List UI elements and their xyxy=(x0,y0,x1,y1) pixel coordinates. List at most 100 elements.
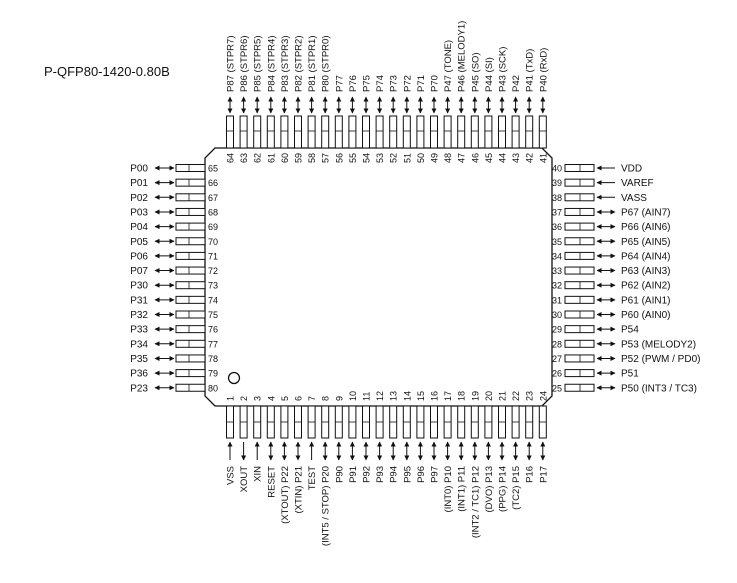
pin-number: 20 xyxy=(484,391,494,401)
pin-name: P51 xyxy=(621,369,639,380)
pin-name: (INT0) P10 xyxy=(443,466,454,512)
pin-number: 55 xyxy=(348,153,358,163)
pin-number: 62 xyxy=(253,153,263,163)
package-body xyxy=(204,147,553,407)
pin-number: 80 xyxy=(208,383,218,393)
pin-name: P36 xyxy=(130,369,148,380)
pin-name: P06 xyxy=(130,251,148,262)
package-label: P-QFP80-1420-0.80B xyxy=(44,64,170,79)
pin-lead xyxy=(175,222,206,231)
pin-lead xyxy=(564,251,595,260)
pin-name: XOUT xyxy=(239,466,250,493)
pin-name: P82 (STPR2) xyxy=(294,36,305,93)
pin-lead xyxy=(564,178,595,187)
pin-number: 19 xyxy=(470,391,480,401)
pin-lead xyxy=(175,178,206,187)
pin-number: 53 xyxy=(375,153,385,163)
pin-number: 50 xyxy=(416,153,426,163)
pin-lead xyxy=(307,115,316,149)
pin-lead xyxy=(175,266,206,275)
pin-number: 58 xyxy=(307,153,317,163)
pin-name: P83 (STPR3) xyxy=(280,36,291,93)
pin-lead xyxy=(564,193,595,202)
pin-name: P33 xyxy=(130,325,148,336)
pin-number: 70 xyxy=(208,237,218,247)
pin-lead xyxy=(175,281,206,290)
pin-number: 69 xyxy=(208,222,218,232)
pin-name: P40 (RxD) xyxy=(538,48,549,92)
pin-name: P86 (STPR6) xyxy=(239,36,250,93)
pin-lead xyxy=(564,164,595,172)
pin-name: P67 (AIN7) xyxy=(621,207,670,218)
pin-name: P93 xyxy=(375,466,386,483)
pin-number: 66 xyxy=(208,178,218,188)
pin-number: 61 xyxy=(266,153,276,163)
pin-number: 10 xyxy=(348,391,358,401)
pin-number: 37 xyxy=(552,207,562,217)
pin-lead xyxy=(498,115,506,149)
pin-name: P64 (AIN4) xyxy=(621,251,670,262)
pin-number: 3 xyxy=(253,396,263,401)
pin-name: P71 xyxy=(416,75,427,92)
pin-lead xyxy=(564,339,595,348)
pin-lead xyxy=(175,237,206,246)
pin-name: P50 (INT3 / TC3) xyxy=(621,383,697,394)
pin-number: 43 xyxy=(511,153,521,163)
pin-name: P62 (AIN2) xyxy=(621,281,670,292)
pin-number: 26 xyxy=(552,369,562,379)
pin-name: TEST xyxy=(307,466,318,490)
pin-number: 22 xyxy=(511,391,521,401)
pin-name: P47 (TONE) xyxy=(443,40,454,92)
pin-number: 17 xyxy=(443,391,453,401)
pin-name: P66 (AIN6) xyxy=(621,222,670,233)
pin-name: P53 (MELODY2) xyxy=(621,339,696,350)
pin-lead xyxy=(389,115,398,149)
pin-lead xyxy=(362,115,370,149)
pin-lead xyxy=(175,383,206,392)
pin-number: 47 xyxy=(457,153,467,163)
pin-name: P81 (STPR1) xyxy=(307,36,318,93)
pin-number: 27 xyxy=(552,354,562,364)
pin-number: 18 xyxy=(457,391,467,401)
pin-name: (XTIN) P21 xyxy=(294,466,305,514)
pin-name: (INT2 / TC1) P12 xyxy=(470,466,481,538)
pin-lead xyxy=(266,115,275,149)
pin-name: P17 xyxy=(538,466,549,483)
pin-name: P92 xyxy=(362,466,373,483)
pin-lead xyxy=(175,369,206,378)
pin-number: 39 xyxy=(552,178,562,188)
pin-name: P61 (AIN1) xyxy=(621,295,670,306)
pin-lead xyxy=(239,115,248,149)
pin-number: 72 xyxy=(208,266,218,276)
pin-name: P74 xyxy=(375,75,386,92)
pin-number: 31 xyxy=(552,295,562,305)
pin-number: 60 xyxy=(280,153,290,163)
pin-number: 32 xyxy=(552,281,562,291)
pin-number: 71 xyxy=(208,251,218,261)
pin-name: P04 xyxy=(130,222,148,233)
pin-name: P05 xyxy=(130,237,148,248)
pin-lead xyxy=(175,164,206,172)
pin-name: P76 xyxy=(348,75,359,92)
pin-name: P94 xyxy=(389,466,400,483)
pin-name: P63 (AIN3) xyxy=(621,266,670,277)
pin-number: 2 xyxy=(239,396,249,401)
pin-number: 74 xyxy=(208,295,218,305)
pin-name: P90 xyxy=(334,466,345,483)
pin-lead xyxy=(564,207,595,216)
pin-lead xyxy=(294,115,302,149)
pin-lead xyxy=(253,115,262,149)
pin-lead xyxy=(375,115,384,149)
pin-lead xyxy=(470,115,479,149)
pin-lead xyxy=(175,310,206,319)
pin-lead xyxy=(321,115,330,149)
pin-lead xyxy=(564,310,595,319)
pin-number: 33 xyxy=(552,266,562,276)
pin-number: 57 xyxy=(321,153,331,163)
pin-number: 14 xyxy=(402,391,412,401)
pin-lead xyxy=(348,115,357,149)
pin-lead xyxy=(564,281,595,290)
pin-name: P07 xyxy=(130,266,148,277)
pin-number: 68 xyxy=(208,207,218,217)
pin-name: P03 xyxy=(130,207,148,218)
